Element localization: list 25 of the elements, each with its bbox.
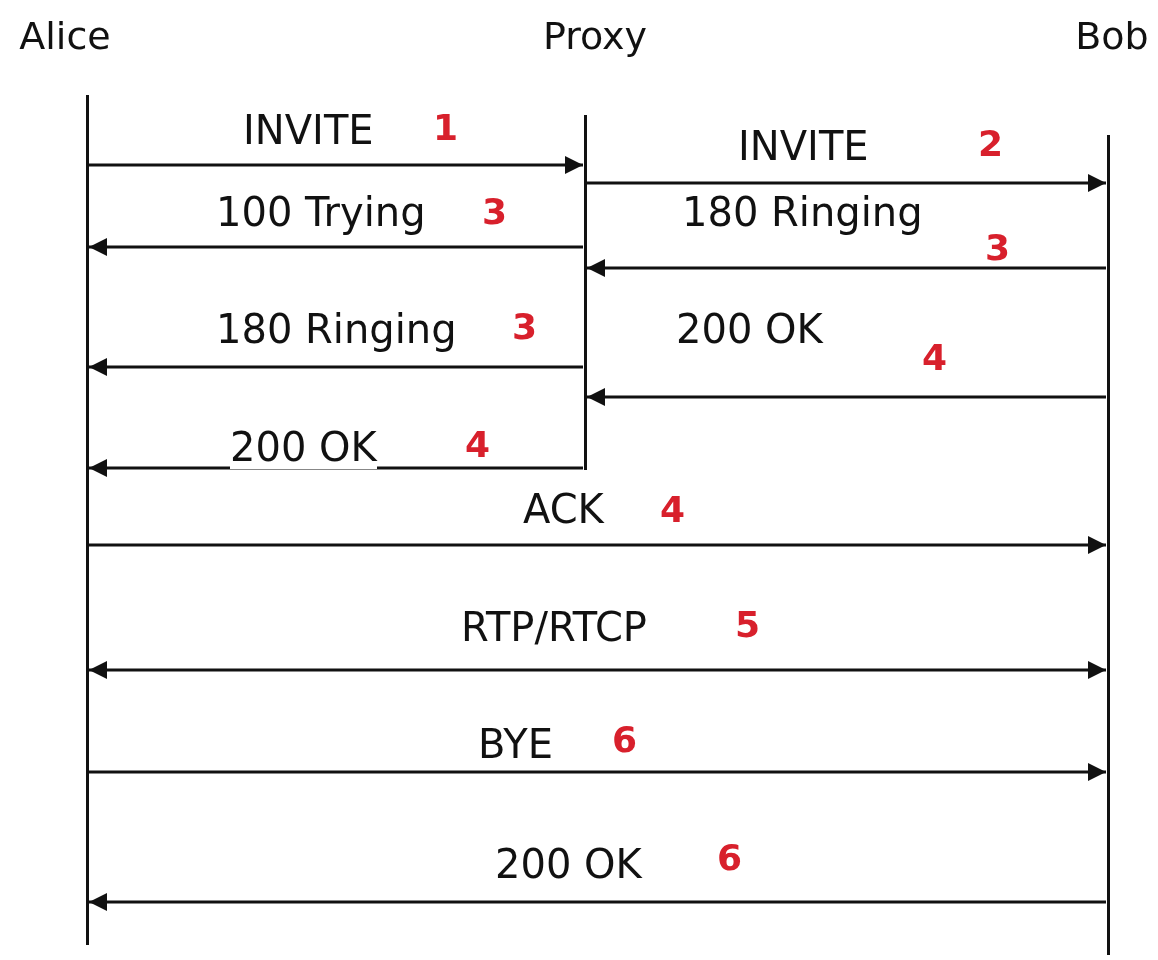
- message-arrow: [89, 893, 1106, 911]
- message-arrow: [89, 238, 583, 256]
- message-arrow: [587, 259, 1106, 277]
- step-number: 3: [985, 228, 1011, 268]
- step-number: 5: [735, 605, 761, 645]
- step-number: 3: [482, 192, 508, 232]
- message-arrow: [89, 661, 1106, 679]
- message-arrow: [587, 388, 1106, 406]
- step-number: 2: [978, 124, 1004, 164]
- participant-name: Alice: [19, 14, 111, 58]
- step-number: 6: [612, 720, 638, 760]
- message-arrow: [587, 174, 1106, 192]
- message-arrow: [89, 763, 1106, 781]
- step-number: 6: [717, 838, 743, 878]
- participant-name: Proxy: [542, 14, 648, 58]
- message-arrow: [89, 156, 583, 174]
- step-number: 3: [512, 307, 538, 347]
- step-number: 4: [922, 338, 948, 378]
- step-number: 4: [660, 490, 686, 530]
- step-number: 4: [465, 425, 491, 465]
- message-arrow: [89, 459, 583, 477]
- participant-name: Bob: [1075, 14, 1149, 58]
- message-arrow: [89, 536, 1106, 554]
- step-number: 1: [433, 108, 459, 148]
- message-arrow: [89, 358, 583, 376]
